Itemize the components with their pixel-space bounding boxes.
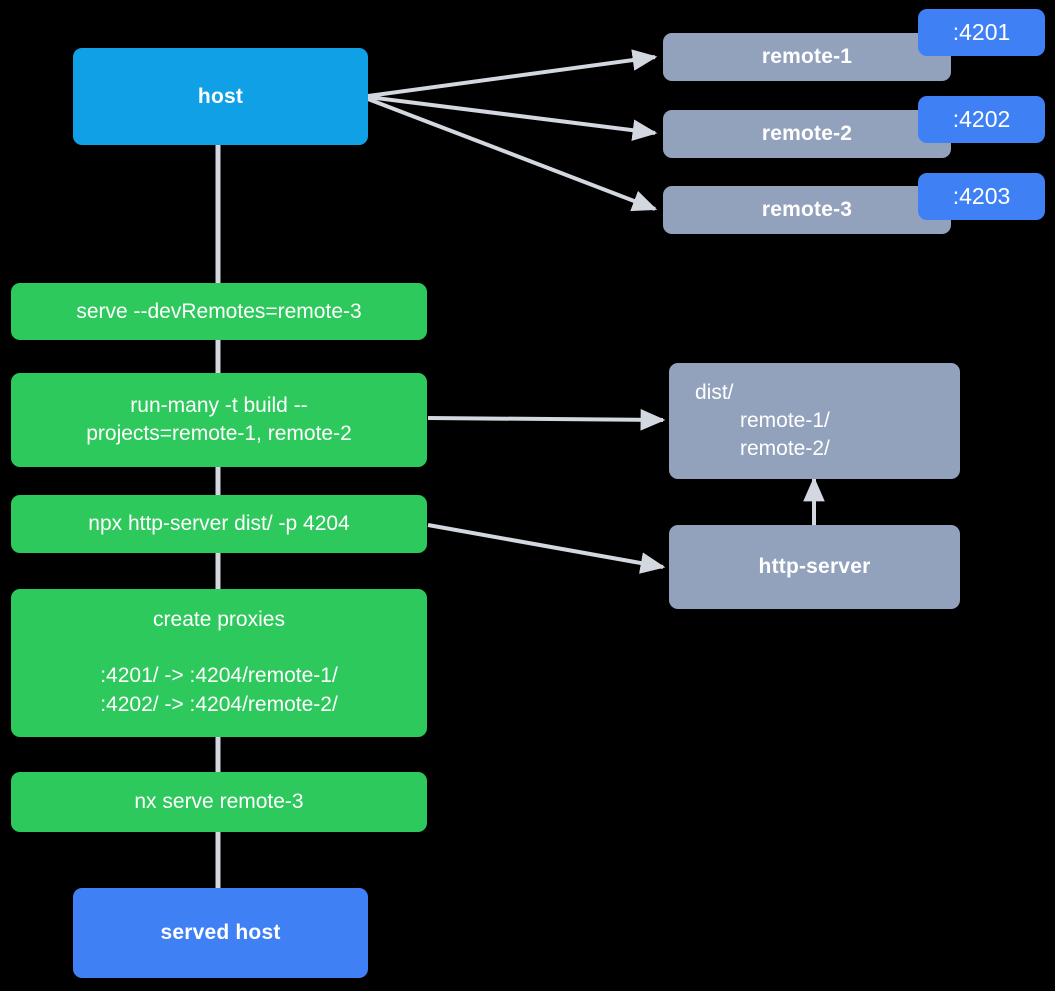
edge-host-to-remote-2 xyxy=(367,95,658,141)
node-create-proxies[interactable]: create proxies :4201/ -> :4204/remote-1/… xyxy=(11,589,427,737)
node-npx-http-server-command-label: npx http-server dist/ -p 4204 xyxy=(88,512,350,536)
node-run-many-command[interactable]: run-many -t build -- projects=remote-1, … xyxy=(11,373,427,467)
node-dist-dir-line-3: remote-2/ xyxy=(740,436,830,460)
node-remote-1[interactable]: remote-1 xyxy=(663,33,951,81)
node-create-proxies-mapping-2: :4202/ -> :4204/remote-2/ xyxy=(100,692,338,716)
node-http-server-label: http-server xyxy=(758,555,871,579)
node-create-proxies-text: create proxies :4201/ -> :4204/remote-1/… xyxy=(100,606,338,720)
node-run-many-command-line-2: projects=remote-1, remote-2 xyxy=(86,422,352,445)
node-remote-3[interactable]: remote-3 xyxy=(663,186,951,234)
node-create-proxies-mapping-1: :4201/ -> :4204/remote-1/ xyxy=(100,663,338,687)
node-remote-2[interactable]: remote-2 xyxy=(663,110,951,158)
node-served-host[interactable]: served host xyxy=(73,888,368,978)
edge-npx-http-server-to-http-server xyxy=(427,523,666,574)
node-dist-dir-line-1: dist/ xyxy=(695,381,734,405)
badge-remote-1-port: :4201 xyxy=(918,9,1045,56)
node-remote-1-label: remote-1 xyxy=(761,45,853,69)
badge-remote-2-port: :4202 xyxy=(918,96,1045,143)
node-host-label: host xyxy=(197,84,244,108)
edge-host-to-remote-3 xyxy=(367,97,658,212)
badge-remote-1-port-label: :4201 xyxy=(952,19,1011,45)
node-served-host-label: served host xyxy=(160,921,281,945)
node-nx-serve-remote-3[interactable]: nx serve remote-3 xyxy=(11,772,427,832)
node-serve-command-label: serve --devRemotes=remote-3 xyxy=(76,299,362,323)
badge-remote-3-port-label: :4203 xyxy=(952,183,1011,209)
edge-run-many-to-dist-dir xyxy=(427,409,666,431)
node-nx-serve-remote-3-label: nx serve remote-3 xyxy=(134,790,304,814)
node-remote-3-label: remote-3 xyxy=(761,198,853,222)
node-run-many-command-text: run-many -t build -- projects=remote-1, … xyxy=(86,392,352,448)
node-dist-dir[interactable]: dist/ remote-1/ remote-2/ xyxy=(669,363,960,479)
node-create-proxies-title: create proxies xyxy=(153,608,285,632)
edge-host-to-remote-1 xyxy=(367,49,658,98)
node-dist-dir-line-2: remote-1/ xyxy=(740,409,830,433)
badge-remote-2-port-label: :4202 xyxy=(952,106,1011,132)
node-host[interactable]: host xyxy=(73,48,368,145)
node-run-many-command-line-1: run-many -t build -- xyxy=(130,394,308,418)
node-npx-http-server-command[interactable]: npx http-server dist/ -p 4204 xyxy=(11,495,427,553)
node-http-server[interactable]: http-server xyxy=(669,525,960,609)
node-serve-command[interactable]: serve --devRemotes=remote-3 xyxy=(11,283,427,340)
node-remote-2-label: remote-2 xyxy=(761,122,853,146)
badge-remote-3-port: :4203 xyxy=(918,173,1045,220)
